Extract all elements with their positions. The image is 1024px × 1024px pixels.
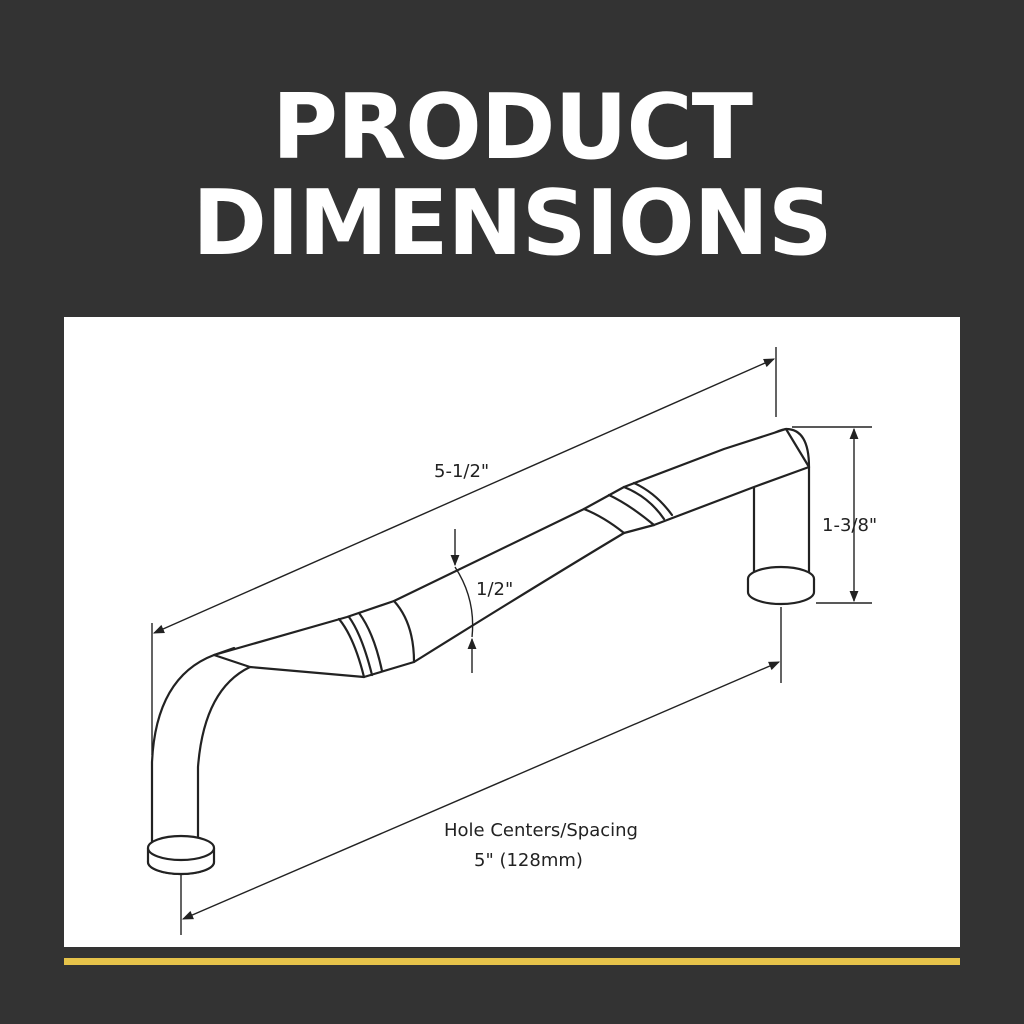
title-line-1: PRODUCT xyxy=(271,75,753,180)
title-line-2: DIMENSIONS xyxy=(192,171,833,276)
length-label: 5-1/2" xyxy=(434,461,489,482)
left-foot-top xyxy=(146,834,216,862)
handle-bar xyxy=(212,427,811,679)
hole-spacing-dimension xyxy=(180,607,782,935)
length-dimension xyxy=(151,347,777,755)
left-post xyxy=(150,646,252,852)
diagram-panel: 5-1/2" 1-3/8" 1/2" Hole Centers/Spacing … xyxy=(64,317,960,947)
height-dimension xyxy=(792,426,872,604)
right-foot-collar xyxy=(746,577,816,606)
accent-bar xyxy=(64,958,960,965)
left-collar xyxy=(337,599,416,679)
hole-spacing-value: 5" (128mm) xyxy=(474,850,583,871)
height-label: 1-3/8" xyxy=(822,515,877,536)
handle-diagram: 5-1/2" 1-3/8" 1/2" Hole Centers/Spacing … xyxy=(146,347,877,935)
page-title: PRODUCT DIMENSIONS xyxy=(0,80,1024,272)
hole-spacing-label: Hole Centers/Spacing xyxy=(444,820,638,841)
diameter-label: 1/2" xyxy=(476,579,513,600)
